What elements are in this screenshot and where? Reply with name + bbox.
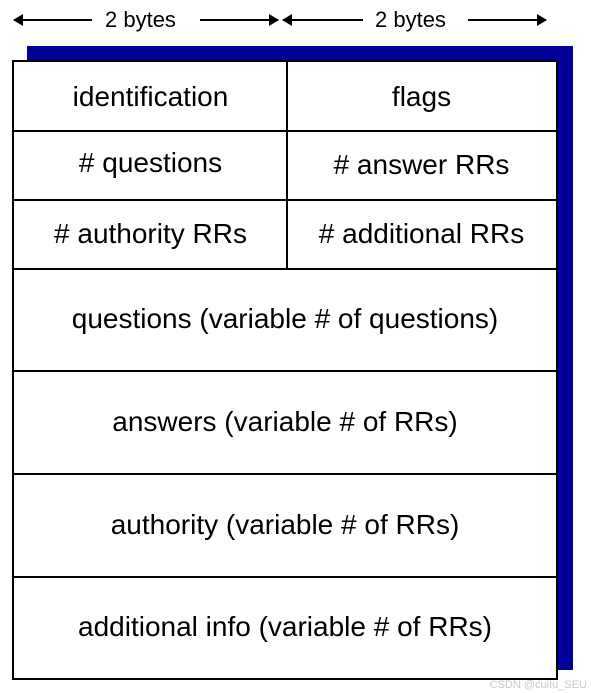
- row-divider: [14, 473, 556, 475]
- authority-section: authority (variable # of RRs): [110, 508, 460, 540]
- row-divider: [14, 199, 556, 201]
- row-divider: [14, 576, 556, 578]
- identification-field: identification: [72, 81, 229, 112]
- right-bytes-arrow-right: [468, 14, 547, 26]
- authority-rrs-count-field: # authority RRs: [54, 217, 247, 249]
- right-bytes-label: 2 bytes: [375, 7, 446, 32]
- left-bytes-label: 2 bytes: [105, 7, 176, 32]
- row-divider: [14, 268, 556, 270]
- questions-count-field: # questions: [78, 146, 223, 178]
- flags-field: flags: [391, 81, 452, 112]
- dns-message-format-table: identification flags # questions # answe…: [12, 60, 558, 680]
- watermark: CSDN @cuiIu_SEU: [489, 679, 587, 691]
- answer-rrs-count-field: # answer RRs: [333, 148, 510, 180]
- column-divider: [286, 62, 288, 269]
- left-bytes-arrow-right: [200, 14, 279, 26]
- additional-info-section: additional info (variable # of RRs): [78, 611, 492, 642]
- answers-section: answers (variable # of RRs): [112, 405, 458, 437]
- additional-rrs-count-field: # additional RRs: [318, 217, 525, 249]
- row-divider: [14, 130, 556, 132]
- questions-section: questions (variable # of questions): [71, 303, 499, 334]
- right-bytes-arrow-left: [282, 14, 363, 26]
- row-divider: [14, 370, 556, 372]
- left-bytes-arrow-left: [13, 14, 92, 26]
